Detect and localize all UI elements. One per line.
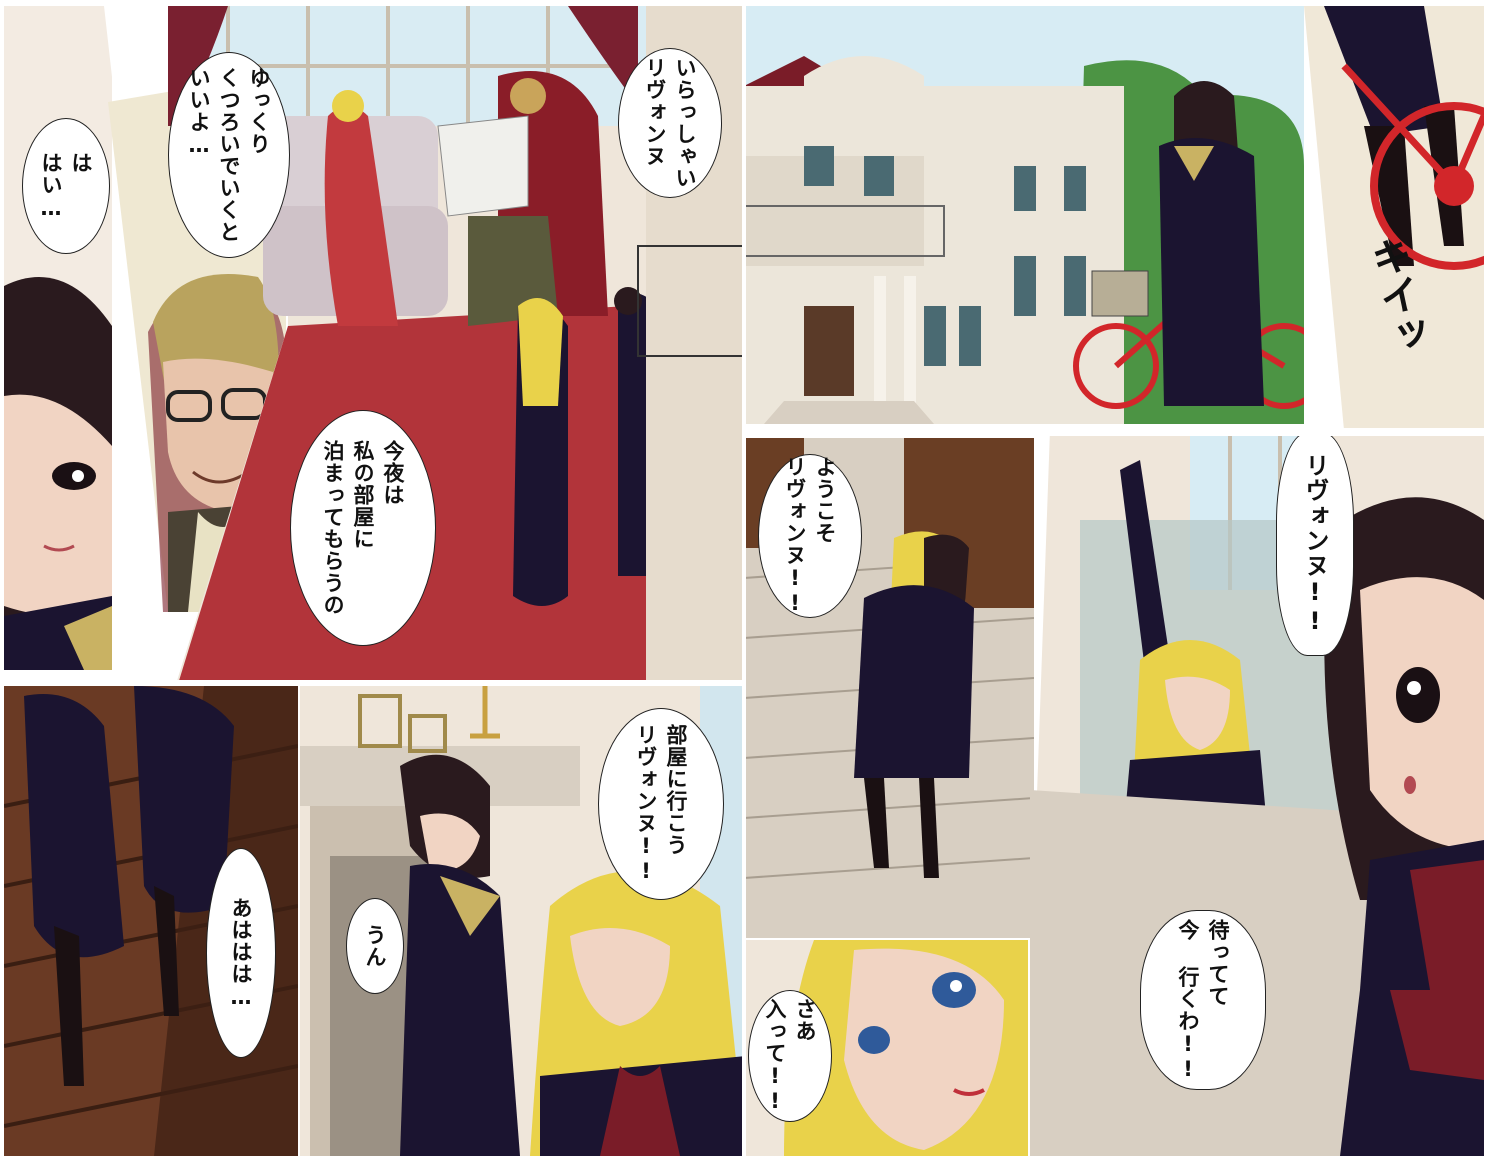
- bubble-konya: 今夜は 私の部屋に 泊まってもらうの: [290, 410, 436, 646]
- panel-left-girl-closeup: [4, 6, 112, 670]
- page-gutter-vertical: [742, 0, 746, 1162]
- mansion-exterior-art: [744, 6, 1304, 424]
- panel-mansion-exterior: [744, 6, 1304, 424]
- bubble-yukkuri-text: ゆっくり くつろいでいくと いいよ…: [187, 67, 271, 243]
- bubble-konya-text: 今夜は 私の部屋に 泊まってもらうの: [321, 440, 405, 616]
- bubble-un-text: うん: [363, 924, 387, 968]
- bubble-heya-text: 部屋に行こう リヴォンヌ!!: [634, 724, 688, 884]
- bubble-rivonnu: リヴォンヌ!!: [1276, 432, 1354, 656]
- bubble-hai-text: は はい…: [39, 151, 93, 221]
- panel-window-wave: [1030, 430, 1484, 990]
- gutter-left-horizontal: [0, 680, 742, 686]
- bubble-rivonnu-text: リヴォンヌ!!: [1301, 452, 1329, 636]
- bubble-ahaha: あははは…: [206, 848, 276, 1058]
- bubble-irasshai: いらっしゃい リヴォンヌ: [618, 48, 722, 198]
- bubble-ahaha-text: あははは…: [229, 896, 253, 1010]
- bubble-yukkuri: ゆっくり くつろいでいくと いいよ…: [168, 52, 290, 258]
- bubble-saa-text: さあ 入って!!: [763, 998, 817, 1114]
- bubble-un: うん: [346, 898, 404, 994]
- bubble-heya: 部屋に行こう リヴォンヌ!!: [598, 708, 724, 900]
- bubble-hai: は はい…: [22, 118, 110, 254]
- girl-closeup-art: [4, 6, 112, 670]
- gutter-right-horizontal: [746, 428, 1490, 436]
- bubble-irasshai-text: いらっしゃい リヴォンヌ: [643, 57, 697, 189]
- window-wave-art: [1030, 430, 1484, 990]
- bubble-youkoso: ようこそ リヴォンヌ!!: [758, 454, 862, 618]
- bubble-mattete-text: 待ってて 今 行くわ!!: [1176, 918, 1230, 1082]
- bubble-saa: さあ 入って!!: [748, 990, 832, 1122]
- panel-bike-brake: キイッ: [1304, 6, 1484, 430]
- bike-brake-art: [1304, 6, 1484, 430]
- bubble-youkoso-text: ようこそ リヴォンヌ!!: [783, 456, 837, 616]
- bubble-mattete: 待ってて 今 行くわ!!: [1140, 910, 1266, 1090]
